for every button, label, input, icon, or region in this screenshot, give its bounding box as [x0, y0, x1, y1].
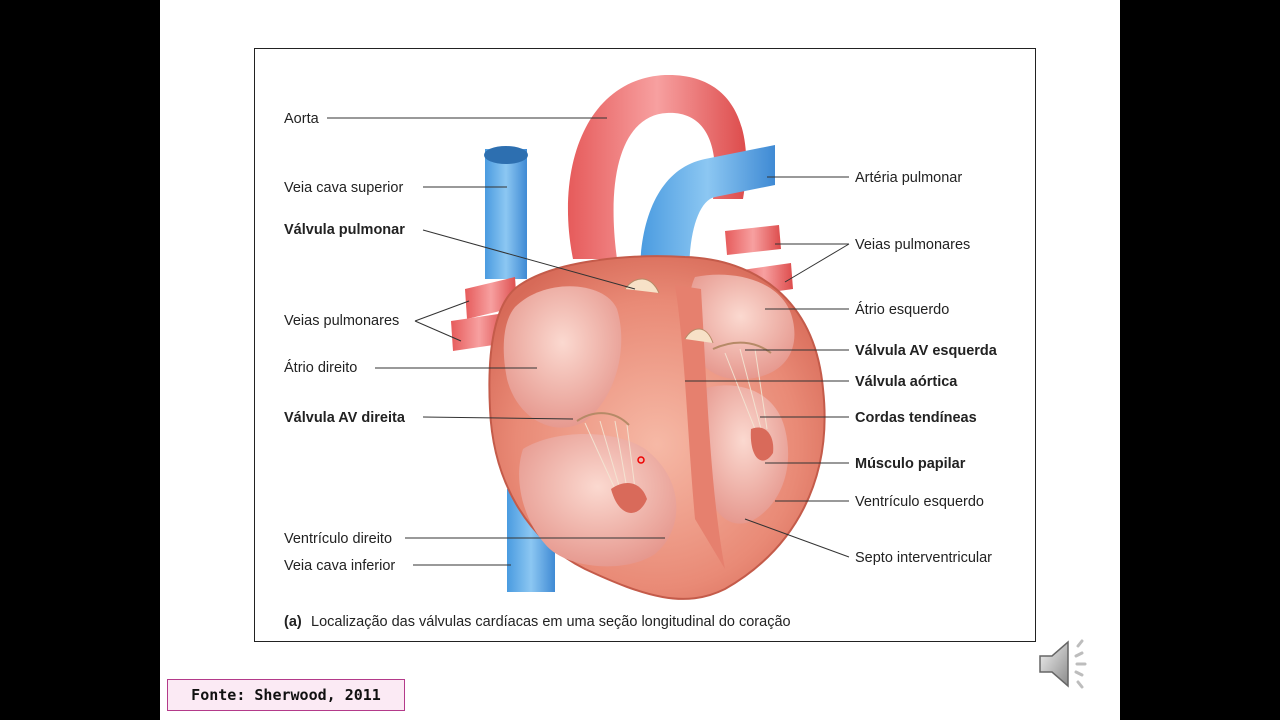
- interventricular-septum: [675, 285, 725, 569]
- label-arteria-pulmonar: Artéria pulmonar: [855, 170, 962, 186]
- label-ventriculo-direito: Ventrículo direito: [284, 531, 392, 547]
- label-atrio-esquerdo: Átrio esquerdo: [855, 301, 949, 318]
- label-valvula-aortica: Válvula aórtica: [855, 374, 958, 390]
- right-atrium: [503, 286, 622, 428]
- caption-letter: (a): [284, 614, 302, 630]
- label-veia-cava-superior: Veia cava superior: [284, 180, 403, 196]
- label-ventriculo-esquerdo: Ventrículo esquerdo: [855, 494, 984, 510]
- source-citation: Fonte: Sherwood, 2011: [167, 679, 405, 711]
- label-septo-interventricular: Septo interventricular: [855, 550, 992, 566]
- speaker-icon[interactable]: [1034, 632, 1098, 696]
- caption-text: Localização das válvulas cardíacas em um…: [311, 614, 791, 630]
- heart-illustration: Aorta Veia cava superior Válvula pulmona…: [284, 74, 998, 630]
- label-musculo-papilar: Músculo papilar: [855, 456, 966, 472]
- left-atrium: [686, 274, 795, 380]
- label-cordas-tendineas: Cordas tendíneas: [855, 410, 977, 426]
- label-valvula-pulmonar: Válvula pulmonar: [284, 222, 405, 238]
- label-valvula-av-direita: Válvula AV direita: [284, 410, 406, 426]
- label-aorta: Aorta: [284, 111, 320, 127]
- label-valvula-av-esquerda: Válvula AV esquerda: [855, 343, 998, 359]
- superior-vena-cava: [485, 149, 527, 279]
- label-veias-pulmonares-right: Veias pulmonares: [855, 237, 970, 253]
- label-veias-pulmonares-left: Veias pulmonares: [284, 313, 399, 329]
- right-ventricle: [519, 434, 677, 567]
- heart-diagram: Aorta Veia cava superior Válvula pulmona…: [254, 48, 1036, 642]
- slide: Aorta Veia cava superior Válvula pulmona…: [160, 0, 1120, 720]
- aortic-arch: [567, 74, 747, 259]
- label-atrio-direito: Átrio direito: [284, 359, 357, 376]
- label-veia-cava-inferior: Veia cava inferior: [284, 558, 395, 574]
- pulmonary-veins-right-upper: [725, 225, 781, 255]
